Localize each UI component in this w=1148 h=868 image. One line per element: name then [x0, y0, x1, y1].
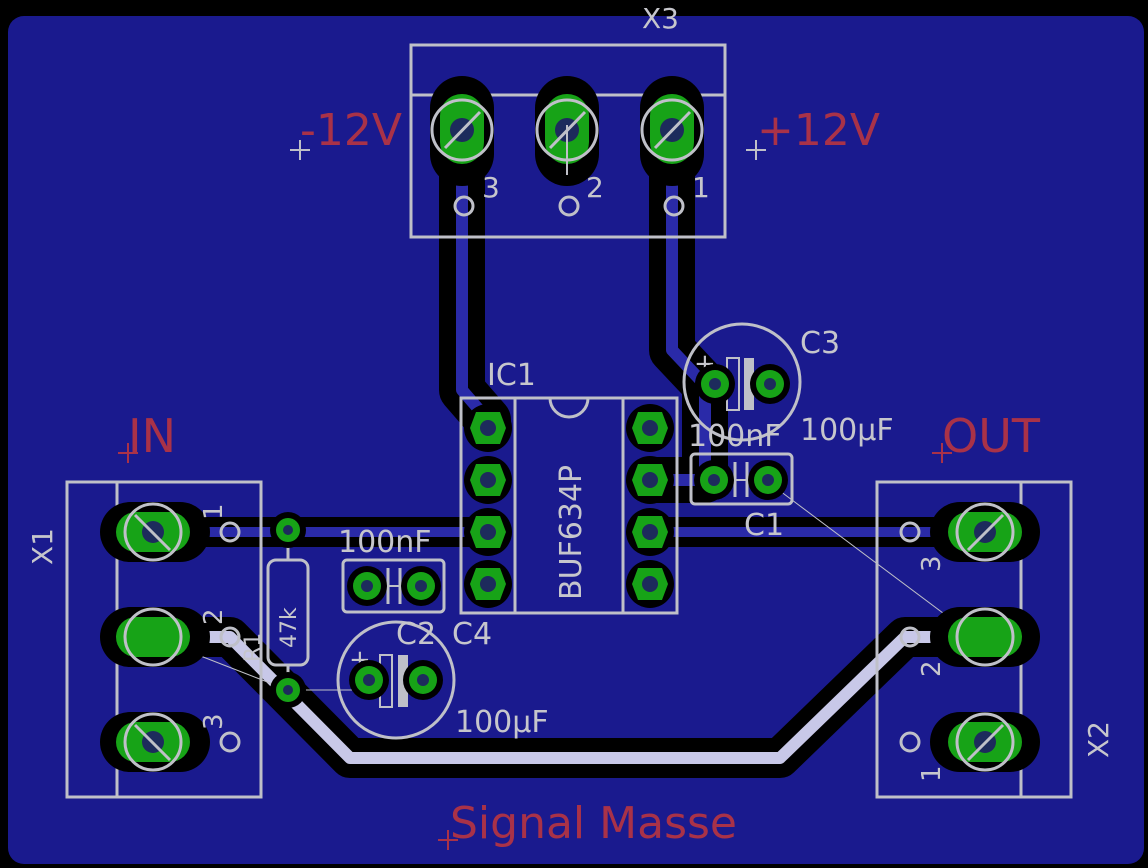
- c3-plate-right: [744, 358, 754, 410]
- x2-pin2-hole: [899, 626, 921, 648]
- x3-pin2-label: 2: [586, 171, 604, 204]
- x3-pin1-slash: [653, 110, 692, 150]
- capacitor-c4: 100nF C4: [338, 525, 492, 652]
- x1-outline: [65, 480, 263, 799]
- plus-12v-label: +12V: [757, 105, 880, 156]
- x3-pin1-hole: [663, 195, 685, 217]
- ic1: IC1 BUF634P: [459, 358, 679, 615]
- x1-pin3-label: 3: [199, 713, 229, 730]
- x3-name-label: X3: [642, 2, 679, 35]
- x3-pin2-hole: [558, 195, 580, 217]
- copper-pour: [8, 16, 1144, 864]
- ic1-right-pads: [626, 404, 674, 608]
- capacitor-c2: + C2 100µF: [336, 617, 549, 740]
- x3-pin3-label: 3: [482, 171, 500, 204]
- c4-value-label: 100nF: [338, 525, 432, 560]
- c3-value-label: 100µF: [800, 413, 894, 448]
- c4-outline: [341, 558, 446, 614]
- x1-pin2-label: 2: [199, 608, 229, 625]
- x3-pin3-slash: [443, 110, 482, 150]
- r1-value-label: 47k: [277, 607, 302, 648]
- ic1-left-pads: [464, 404, 512, 608]
- x2-pin1-label: 1: [917, 765, 947, 782]
- ic1-notch: [548, 397, 590, 419]
- connector-x1: X1 1 2 3: [26, 480, 263, 799]
- x1-pin1-label: 1: [199, 503, 229, 520]
- x3-pin1-ring: [640, 98, 704, 162]
- x3-pin3-hole: [453, 195, 475, 217]
- plus-12v-origin: [746, 140, 766, 160]
- minus-12v-origin: [290, 140, 310, 160]
- trace-ground: [119, 631, 1016, 764]
- airwire-2: [767, 481, 976, 638]
- out-origin: [932, 443, 952, 463]
- in-origin: [118, 443, 138, 463]
- c1-value-label: 100nF: [688, 419, 782, 454]
- x2-pin1-hole: [899, 731, 921, 753]
- c2-plate-right: [398, 655, 408, 707]
- x1-pin2-hole: [219, 626, 241, 648]
- capacitor-c1: 100nF C1: [688, 419, 794, 543]
- minus-12v-label: -12V: [300, 105, 402, 156]
- c2-outline: [336, 620, 456, 740]
- c3-name-label: C3: [800, 326, 840, 361]
- x1-pin1-hole: [219, 521, 241, 543]
- x2-outline: [875, 480, 1073, 799]
- c1-name-label: C1: [744, 508, 784, 543]
- x1-pin2-pad: [116, 617, 190, 657]
- x3-pin1-label: 1: [692, 171, 710, 204]
- ic1-name-label: IC1: [487, 358, 536, 393]
- r1-body: [266, 558, 310, 667]
- ic1-left-pins-box: [459, 396, 517, 615]
- c2-value-label: 100µF: [455, 705, 549, 740]
- x2-name-label: X2: [1082, 721, 1115, 758]
- c3-outline: [682, 322, 802, 442]
- connector-x2: X2 3 2 1: [875, 480, 1115, 799]
- x1-pin3-hole: [219, 731, 241, 753]
- in-label: IN: [128, 409, 176, 463]
- out-label: OUT: [942, 409, 1041, 463]
- x3-pin3-ring: [430, 98, 494, 162]
- c2-name-label: C2: [396, 617, 436, 652]
- capacitor-c3: + C3 100µF: [682, 322, 894, 448]
- c4-name-label: C4: [452, 617, 492, 652]
- ic1-value-label: BUF634P: [554, 465, 589, 600]
- x2-pin2-pad: [948, 617, 1022, 657]
- c1-outline: [689, 452, 794, 506]
- x2-pin3-hole: [899, 521, 921, 543]
- connector-x3: X3 3 2 1: [409, 2, 727, 239]
- signal-masse-label: Signal Masse: [450, 798, 737, 849]
- x1-name-label: X1: [26, 528, 59, 565]
- signal-masse-origin: [438, 830, 458, 850]
- x2-pin2-label: 2: [917, 660, 947, 677]
- ic1-right-pins-box: [621, 396, 679, 615]
- x3-outline: [409, 43, 727, 239]
- x2-pin3-label: 3: [917, 555, 947, 572]
